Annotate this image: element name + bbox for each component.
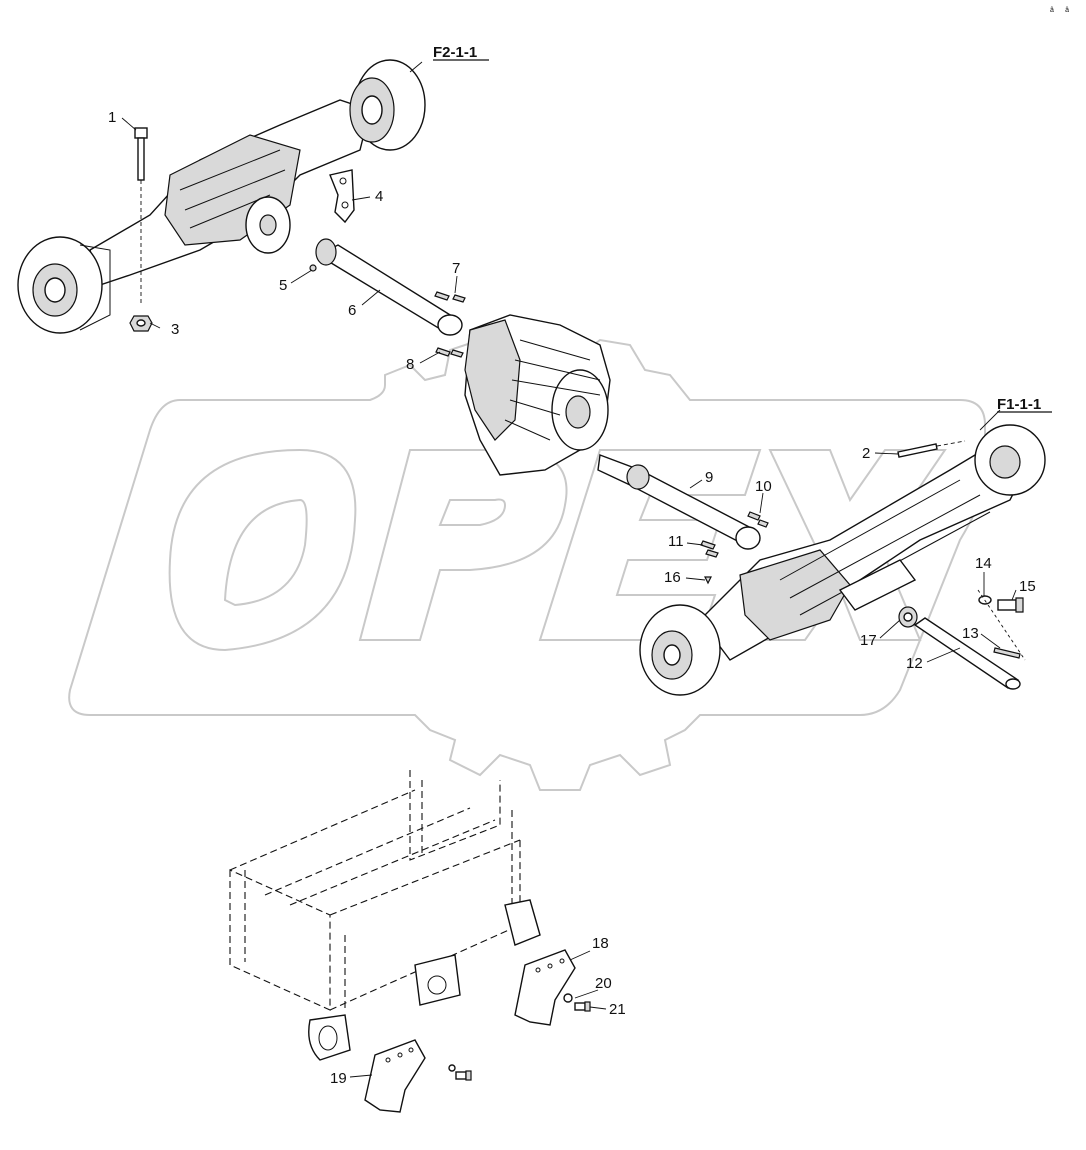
callout-5[interactable]: 5 <box>279 277 287 294</box>
part-12-tube <box>913 617 1021 690</box>
callout-13[interactable]: 13 <box>962 625 979 642</box>
callout-16[interactable]: 16 <box>664 569 681 586</box>
callout-17[interactable]: 17 <box>860 632 877 649</box>
part-13-pin <box>993 647 1021 659</box>
part-20-washer <box>563 993 573 1003</box>
part-21-bolt <box>574 1001 591 1012</box>
callout-11[interactable]: 11 <box>668 533 684 550</box>
callout-1[interactable]: 1 <box>108 109 116 126</box>
part-16-screw <box>704 576 712 585</box>
ref-label-rear-axle[interactable]: F2-1-1 <box>433 44 477 61</box>
part-18-guard-plate <box>514 949 576 1026</box>
callout-10[interactable]: 10 <box>755 478 772 495</box>
part-9-front-driveshaft <box>597 454 761 550</box>
callout-6[interactable]: 6 <box>348 302 356 319</box>
callout-14[interactable]: 14 <box>975 555 992 572</box>
callout-12[interactable]: 12 <box>906 655 923 672</box>
transmission-assembly <box>464 314 611 476</box>
callout-7[interactable]: 7 <box>452 260 460 277</box>
ref-label-front-axle[interactable]: F1-1-1 <box>997 396 1041 413</box>
callout-3[interactable]: 3 <box>171 321 179 338</box>
part-8-bolts <box>435 347 464 358</box>
part-1-long-bolt <box>134 127 148 305</box>
watermark-letter-o <box>168 448 357 652</box>
frame-assembly <box>229 770 541 1061</box>
callout-21[interactable]: 21 <box>609 1001 626 1018</box>
frame-lug <box>308 1014 351 1061</box>
labels: F2-1-1 F1-1-1 1 2 3 4 5 6 7 8 9 10 11 12… <box>108 44 1052 1087</box>
part-3-nut <box>129 315 153 332</box>
callout-8[interactable]: 8 <box>406 356 414 373</box>
callout-19[interactable]: 19 <box>330 1070 347 1087</box>
part-5-fastener <box>309 264 317 272</box>
part-4-bracket <box>329 169 355 224</box>
part-2-pin <box>897 440 966 458</box>
front-axle-cylinder <box>838 559 917 611</box>
front-axle-assembly <box>639 424 1046 696</box>
part-17-washer <box>898 606 918 628</box>
part-19-bolt <box>448 1064 472 1081</box>
leader-lines <box>121 61 1026 1078</box>
part-6-rear-driveshaft <box>315 238 463 336</box>
part-7-bolts <box>434 291 466 303</box>
corner-mark: ââ <box>1050 7 1080 14</box>
callout-9[interactable]: 9 <box>705 469 713 486</box>
callout-18[interactable]: 18 <box>592 935 609 952</box>
part-19-guard-plate <box>364 1039 426 1113</box>
watermark <box>68 323 987 791</box>
callout-15[interactable]: 15 <box>1019 578 1036 595</box>
callout-20[interactable]: 20 <box>595 975 612 992</box>
frame-mount-plate <box>414 954 461 1006</box>
watermark-letter-p <box>358 449 568 641</box>
callout-2[interactable]: 2 <box>862 445 870 462</box>
watermark-gear-outline <box>68 323 987 791</box>
part-15-bolt <box>997 597 1024 613</box>
callout-4[interactable]: 4 <box>375 188 383 205</box>
part-11-bolts <box>700 540 719 558</box>
rear-axle-assembly <box>17 59 426 334</box>
part-10-bolts <box>747 511 769 528</box>
